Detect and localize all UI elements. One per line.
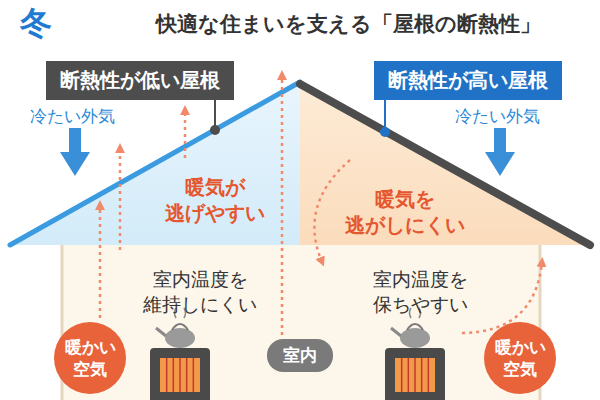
heat-keep-label: 暖気を 逃がしにくい [345,186,465,238]
cold-air-arrow [485,128,515,176]
cold-attic [10,82,300,245]
heater-body [150,348,210,400]
heater-grille [167,358,194,392]
heat-circulation-arrow [462,262,542,333]
kettle-handle [172,324,188,330]
node-text: 暖かい 空気 [65,336,116,380]
grille-bar [408,358,410,392]
grille-bar [193,358,195,392]
warm-air-circle: 暖かい 空気 [484,322,556,394]
outside-air-label: 冷たい外気 [455,105,540,127]
node-text: 室内 [283,344,317,367]
node-text: 断熱性が高い屋根 [388,67,548,94]
heater-window [160,358,200,392]
kettle [165,328,195,348]
heat-arrow [184,110,187,158]
grille-bar [421,358,423,392]
interior-fill [62,245,540,400]
room-temp-label: 室内温度を 維持しにくい [143,267,257,316]
grille-bar [166,358,168,392]
warm-air-circle: 暖かい 空気 [54,322,126,394]
heat-arrow [119,148,122,250]
heater-window [395,358,435,392]
room-pill: 室内 [267,339,333,372]
roof-tag: 断熱性が低い屋根 [46,61,234,100]
outside-air-label: 冷たい外気 [30,105,115,127]
thin-roof [10,82,300,245]
heater-body [385,348,445,400]
node-text: 暖かい 空気 [495,336,546,380]
room-temp-label: 室内温度を 保ちやすい [373,267,468,316]
title: 快適な住まいを支える「屋根の断熱性」 [156,10,541,38]
leader-dot [210,125,220,135]
grille-bar [414,358,416,392]
roof-tag: 断熱性が高い屋根 [374,61,562,100]
heater-left [150,308,210,400]
heat-arrow [281,75,284,335]
heater-grille [402,358,429,392]
leader-dot [380,127,390,137]
grille-bar [401,358,403,392]
heater-right [385,308,445,400]
season-label: 冬 [20,3,52,45]
kettle [400,328,430,348]
node-text: 断熱性が低い屋根 [60,67,220,94]
kettle-spout [156,328,166,336]
grille-bar [179,358,181,392]
grille-bar [173,358,175,392]
heat-loss-label: 暖気が 逃げやすい [165,174,265,226]
leader-line [384,100,386,128]
grille-bar [186,358,188,392]
kettle-spout [391,328,401,336]
kettle-handle [407,324,423,330]
leader-line [214,100,216,126]
heat-circulation-arrow [314,160,350,262]
grille-bar [428,358,430,392]
cold-air-arrow [60,128,90,176]
heat-arrow [99,205,102,318]
